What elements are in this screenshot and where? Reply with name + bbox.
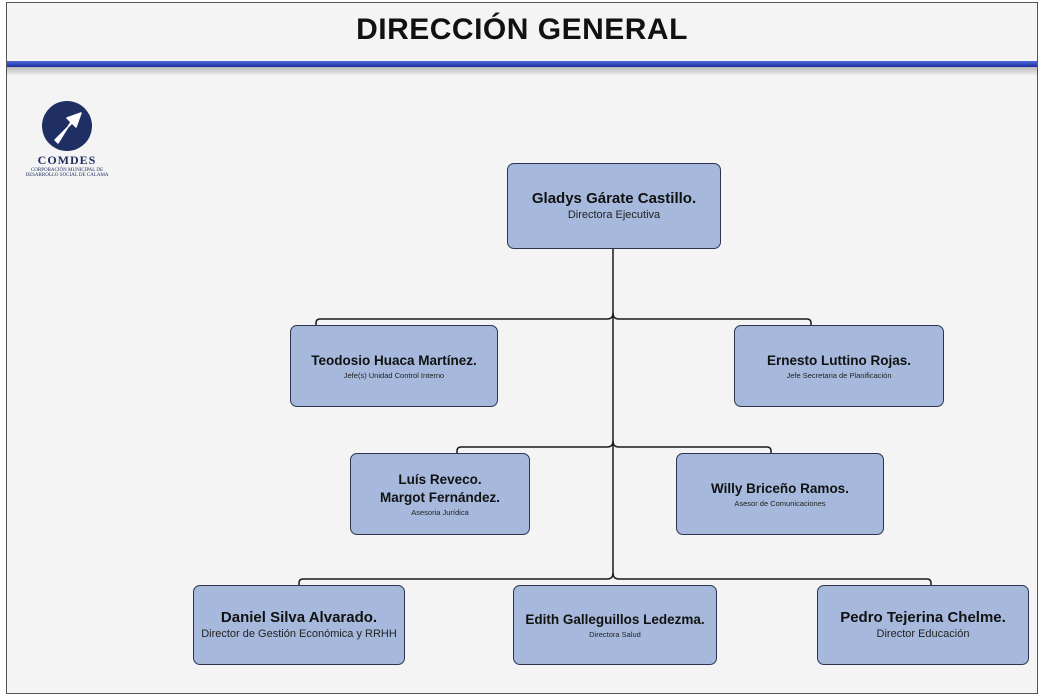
node-asesoria-juridica: Luís Reveco. Margot Fernández. Asesoria … [350,453,530,535]
page-title: DIRECCIÓN GENERAL [356,13,688,46]
node-name: Luís Reveco. [398,471,482,487]
node-name: Ernesto Luttino Rojas. [766,352,911,368]
node-director-ejecutiva: Gladys Gárate Castillo. Directora Ejecut… [507,163,721,249]
node-name: Gladys Gárate Castillo. [531,189,697,207]
slide: DIRECCIÓN GENERAL COMDES CORPORACIÓN MUN… [6,2,1038,694]
node-role: Asesor de Comunicaciones [734,498,826,508]
node-gestion-economica: Daniel Silva Alvarado. Director de Gesti… [193,585,405,665]
node-educacion: Pedro Tejerina Chelme. Director Educació… [817,585,1029,665]
branch-level-1 [315,312,812,327]
node-comunicaciones: Willy Briceño Ramos. Asesor de Comunicac… [676,453,884,535]
branch-level-3 [298,572,932,587]
node-role: Jefe Secretaria de Planificación [786,370,892,380]
branch-level-2 [456,440,772,455]
node-control-interno: Teodosio Huaca Martínez. Jefe(s) Unidad … [290,325,498,407]
node-name: Edith Galleguillos Ledezma. [525,611,705,627]
node-name: Teodosio Huaca Martínez. [311,352,477,368]
node-name: Pedro Tejerina Chelme. [840,608,1006,626]
node-role: Directora Ejecutiva [567,208,661,221]
node-role: Directora Salud [589,629,641,639]
logo-name: COMDES [37,153,97,167]
node-role: Director Educación [876,627,970,640]
comdes-logo: COMDES CORPORACIÓN MUNICIPAL DE DESARROL… [21,101,113,178]
logo-subtitle: CORPORACIÓN MUNICIPAL DE DESARROLLO SOCI… [25,168,109,178]
arrow-up-right-icon [42,101,92,151]
node-name: Daniel Silva Alvarado. [220,608,378,626]
header-rule-blue [7,61,1037,67]
org-chart-connectors [298,249,932,587]
header-rule-grey [7,67,1037,75]
node-salud: Edith Galleguillos Ledezma. Directora Sa… [513,585,717,665]
node-name-2: Margot Fernández. [379,489,500,505]
node-name: Willy Briceño Ramos. [711,480,849,496]
node-planificacion: Ernesto Luttino Rojas. Jefe Secretaria d… [734,325,944,407]
node-role: Asesoria Jurídica [411,507,469,517]
node-role: Jefe(s) Unidad Control Interno [343,370,445,380]
node-role: Director de Gestión Económica y RRHH [201,627,397,640]
